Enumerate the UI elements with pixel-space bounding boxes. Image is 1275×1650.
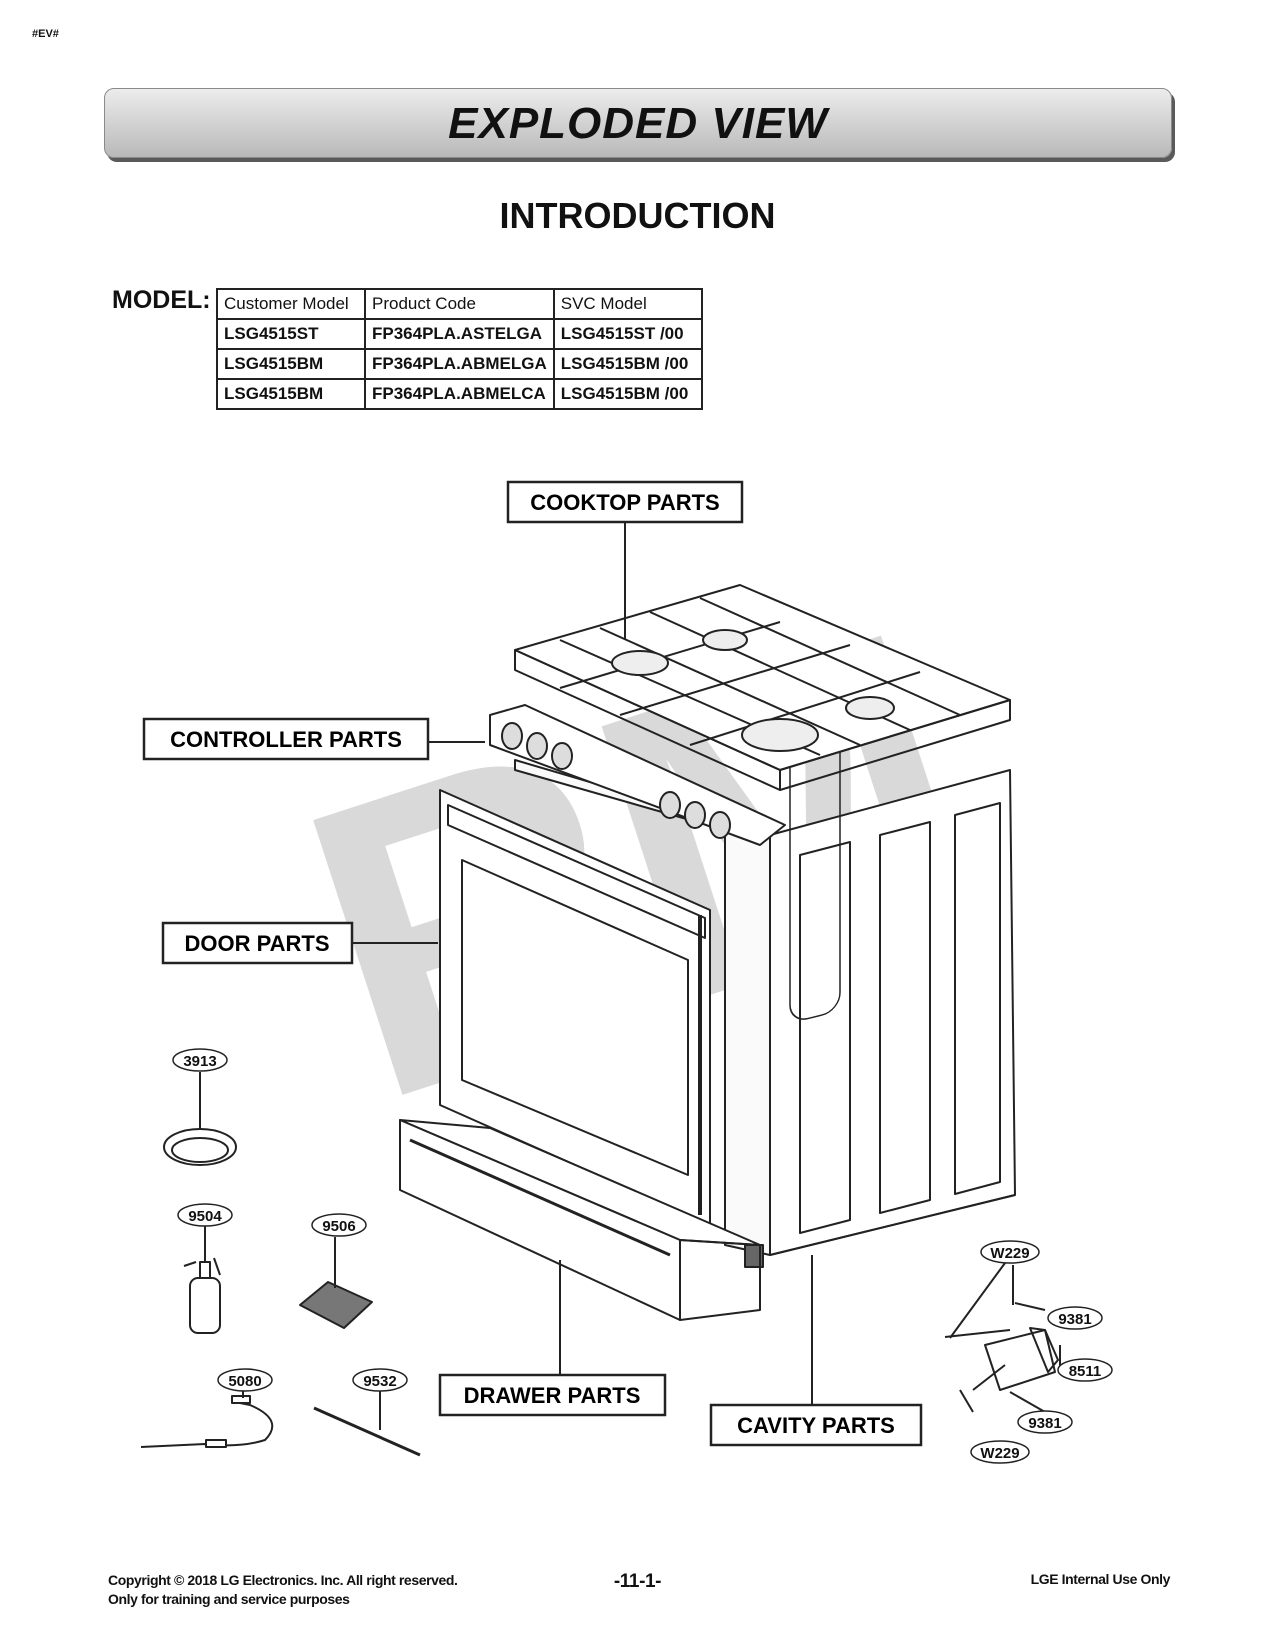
internal-use-label: LGE Internal Use Only xyxy=(1030,1571,1171,1587)
part-callout-9532: 9532 xyxy=(352,1368,408,1392)
table-cell: LSG4515BM xyxy=(216,348,366,380)
table-cell: FP364PLA.ABMELCA xyxy=(364,378,555,410)
table-cell: FP364PLA.ABMELGA xyxy=(364,348,555,380)
part-number: 9504 xyxy=(188,1208,222,1225)
part-callout-w229-top: W229 xyxy=(980,1240,1040,1264)
cooktop-illustration xyxy=(514,584,1011,791)
column-header: SVC Model xyxy=(552,288,703,320)
column-header: Customer Model xyxy=(216,288,366,320)
table-cell: LSG4515ST /00 xyxy=(552,318,703,350)
part-callout-8511: 8511 xyxy=(1057,1358,1113,1382)
section-label-drawer: DRAWER PARTS xyxy=(438,1373,667,1417)
label-text: CAVITY PARTS xyxy=(737,1413,895,1438)
leveling-bracket-illustration xyxy=(944,1262,1059,1413)
leader-lines xyxy=(352,520,1061,1413)
table-header-row: Customer Model Product Code SVC Model xyxy=(216,288,703,320)
part-callout-9381-bottom: 9381 xyxy=(1017,1410,1073,1434)
part-callout-9506: 9506 xyxy=(311,1213,367,1237)
thermistor-probe-illustration xyxy=(140,1378,274,1448)
table-cell: LSG4515BM /00 xyxy=(552,348,703,380)
label-text: DRAWER PARTS xyxy=(464,1383,641,1408)
table-cell: LSG4515ST xyxy=(216,318,366,350)
part-callout-5080: 5080 xyxy=(217,1368,273,1392)
label-text: DOOR PARTS xyxy=(184,931,329,956)
part-number: 9381 xyxy=(1058,1311,1091,1328)
footer-copyright: Copyright © 2018 LG Electronics. Inc. Al… xyxy=(108,1571,458,1609)
copyright-text: Copyright © 2018 LG Electronics. Inc. Al… xyxy=(108,1572,458,1588)
column-header: Product Code xyxy=(364,288,555,320)
title-banner: EXPLODED VIEW xyxy=(104,88,1172,158)
part-callout-3913: 3913 xyxy=(172,1048,228,1072)
part-number: W229 xyxy=(980,1445,1019,1462)
section-label-controller: CONTROLLER PARTS xyxy=(142,717,430,761)
table-row: LSG4515BM FP364PLA.ABMELCA LSG4515BM /00 xyxy=(216,378,703,410)
table-cell: FP364PLA.ASTELGA xyxy=(364,318,555,350)
table-cell: LSG4515BM xyxy=(216,378,366,410)
table-row: LSG4515ST FP364PLA.ASTELGA LSG4515ST /00 xyxy=(216,318,703,350)
section-label-cooktop: COOKTOP PARTS xyxy=(506,480,744,524)
section-label-door: DOOR PARTS xyxy=(161,921,354,965)
part-number: 5080 xyxy=(228,1373,261,1390)
spray-bottle-illustration xyxy=(183,1226,221,1334)
page-number: -11-1- xyxy=(613,1571,662,1592)
part-number: W229 xyxy=(990,1245,1029,1262)
rod-part-illustration xyxy=(313,1380,421,1457)
page-title: EXPLODED VIEW xyxy=(448,99,828,148)
part-number: 9381 xyxy=(1028,1415,1061,1432)
part-callout-9504: 9504 xyxy=(177,1203,233,1227)
oven-door-illustration xyxy=(439,789,711,1226)
corner-tag: #EV# xyxy=(32,28,59,40)
section-label-cavity: CAVITY PARTS xyxy=(709,1403,923,1447)
model-label: MODEL: xyxy=(112,286,211,314)
label-text: COOKTOP PARTS xyxy=(530,490,719,515)
part-callout-9381-top: 9381 xyxy=(1047,1306,1103,1330)
table-cell: LSG4515BM /00 xyxy=(552,378,703,410)
part-number: 9532 xyxy=(363,1373,396,1390)
part-number: 3913 xyxy=(183,1053,216,1070)
wok-ring-illustration xyxy=(163,1072,237,1166)
storage-drawer-illustration xyxy=(399,1119,761,1321)
purpose-text: Only for training and service purposes xyxy=(108,1591,350,1607)
part-number: 9506 xyxy=(322,1218,355,1235)
model-table: Customer Model Product Code SVC Model LS… xyxy=(216,288,703,410)
label-text: CONTROLLER PARTS xyxy=(170,727,402,752)
section-heading: INTRODUCTION xyxy=(499,195,776,236)
table-row: LSG4515BM FP364PLA.ABMELGA LSG4515BM /00 xyxy=(216,348,703,380)
part-callout-w229-bottom: W229 xyxy=(970,1440,1030,1464)
cleaning-pad-illustration xyxy=(299,1237,373,1329)
part-number: 8511 xyxy=(1069,1363,1102,1380)
